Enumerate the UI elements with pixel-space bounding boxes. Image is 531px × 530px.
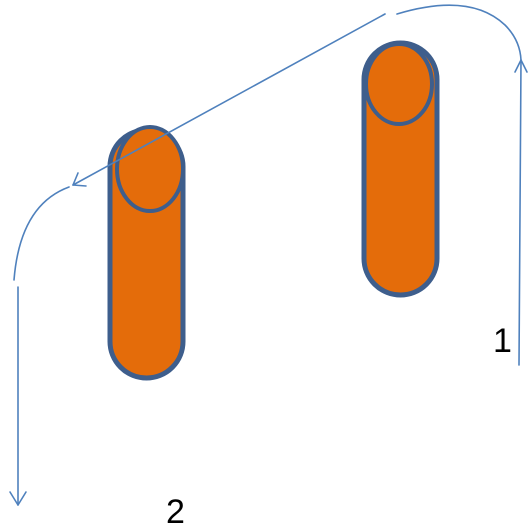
path-2-arrowhead-down-icon [9,491,27,506]
marker-2-label: 2 [166,493,185,530]
marker-1-label: 1 [493,322,512,360]
cylinder-right-top [364,42,434,126]
path-2-diagonal-line [72,13,386,186]
path-2-arrowhead-left-icon [72,172,87,187]
path-1 [396,4,528,366]
cylinder-left [107,125,186,381]
cylinder-left-top [115,125,185,213]
cylinder-right [361,40,440,298]
path-1-top-curve [396,4,522,61]
path-1-vertical-line [518,59,522,366]
path-2-curve [13,186,70,281]
path-2 [9,13,386,506]
